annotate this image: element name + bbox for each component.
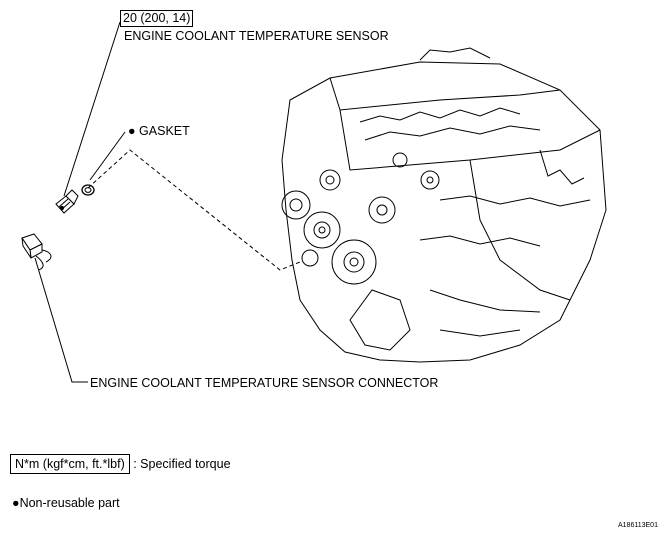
gasket-part: [81, 184, 95, 196]
torque-legend-text: : Specified torque: [133, 457, 231, 471]
nonreusable-legend: ●Non-reusable part: [12, 497, 120, 510]
non-reusable-legend-bullet-icon: ●: [12, 496, 20, 510]
gasket-label: GASKET: [139, 124, 190, 138]
connector-leader-line: [34, 257, 88, 383]
torque-value-label: 20 (200, 14): [120, 10, 194, 27]
sensor-leader-line: [63, 21, 121, 197]
sensor-label: ENGINE COOLANT TEMPERATURE SENSOR: [124, 29, 389, 43]
connector-part: [21, 233, 52, 271]
gasket-callout: ● GASKET: [128, 125, 190, 138]
figure-code: A186113E01: [618, 522, 658, 529]
leader-lines: [34, 21, 301, 383]
non-reusable-bullet-icon: ●: [128, 124, 136, 138]
gasket-leader-line: [89, 131, 126, 181]
sensor-part: [55, 189, 79, 214]
engine-body: [281, 47, 607, 363]
nonreusable-legend-text: Non-reusable part: [19, 496, 120, 510]
torque-legend: N*m (kgf*cm, ft.*lbf) : Specified torque: [10, 454, 231, 474]
engine-pulleys: [281, 152, 440, 285]
torque-unit-box: N*m (kgf*cm, ft.*lbf): [10, 454, 130, 474]
connector-label: ENGINE COOLANT TEMPERATURE SENSOR CONNEC…: [90, 376, 439, 390]
install-dashed-line: [87, 149, 301, 271]
